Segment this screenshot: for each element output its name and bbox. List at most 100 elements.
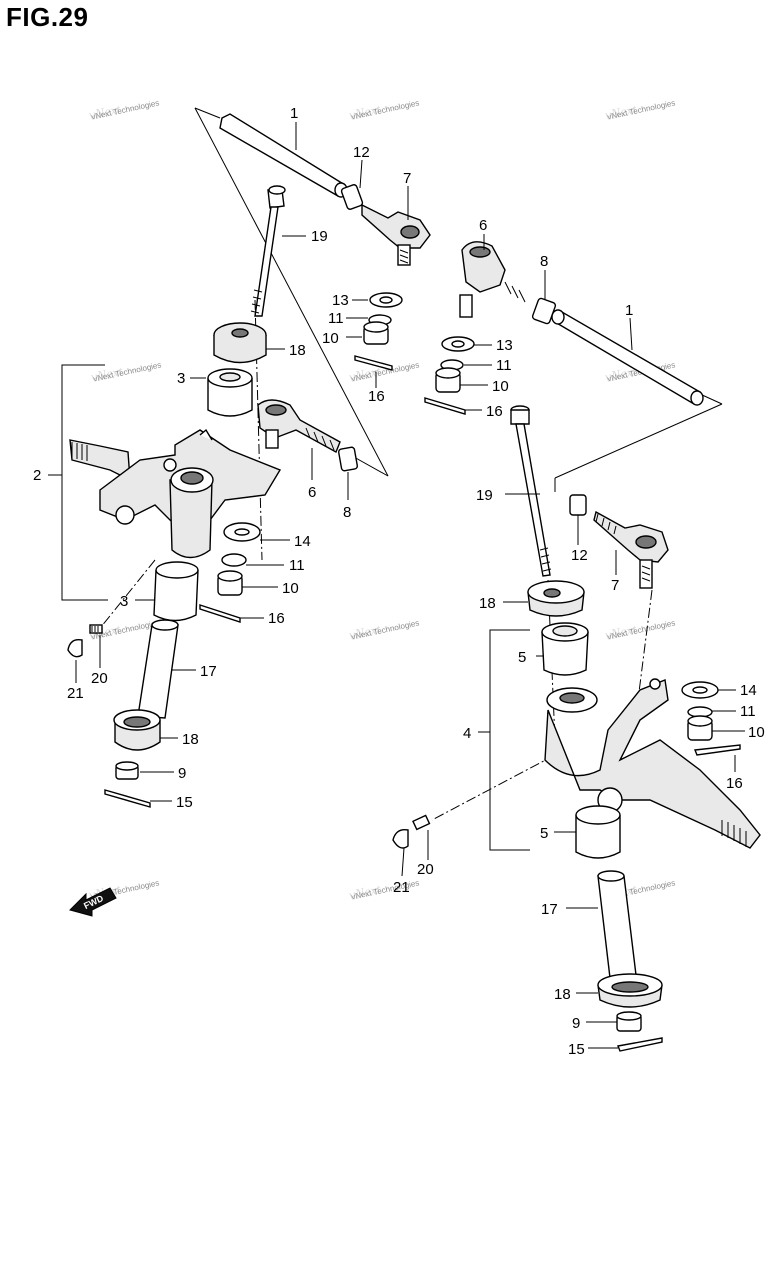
- tie-rod-end-left-upper: [361, 203, 431, 266]
- bushing-right-upper: [541, 622, 589, 676]
- grease-nipple-left: [89, 624, 103, 634]
- callout-label: 14: [740, 682, 757, 699]
- dust-seal-left-lower: [113, 709, 161, 751]
- callout-label: 16: [486, 403, 503, 420]
- steering-knuckle-right: [544, 678, 761, 849]
- callout-label: 6: [308, 484, 316, 501]
- callout-label: 16: [368, 388, 385, 405]
- figure-title: FIG.29: [6, 2, 89, 32]
- callout-label: 1: [290, 105, 298, 122]
- callout-label: 11: [328, 310, 344, 327]
- cotter-pin-left-upper: [354, 355, 393, 371]
- svg-text:vNext: vNext: [90, 364, 125, 386]
- svg-text:vNext: vNext: [604, 622, 639, 644]
- callout-label: 13: [332, 292, 349, 309]
- castle-nut-left-10b: [217, 570, 243, 596]
- callout-label: 8: [343, 504, 351, 521]
- callout-label: 20: [91, 670, 108, 687]
- castle-nut-right-10b: [687, 715, 713, 741]
- nut-left-8: [337, 446, 359, 472]
- watermark-text: vNext Technologies: [91, 98, 161, 121]
- callout-label: 18: [182, 731, 199, 748]
- dust-seal-left-upper: [213, 322, 267, 364]
- svg-text:vNext: vNext: [88, 102, 123, 124]
- lock-nut-right-12: [569, 494, 587, 516]
- bushing-left-upper: [207, 368, 253, 417]
- callout-label: 9: [572, 1015, 580, 1032]
- callout-label: 20: [417, 861, 434, 878]
- assembly-guide-lines: [61, 107, 723, 851]
- king-pin-left: [137, 619, 179, 719]
- callout-label: 2: [33, 467, 41, 484]
- callout-labels: 1 12 7 19 13 11 10 18 3 16 6 8 2 14 11 1…: [33, 105, 765, 1058]
- callout-label: 8: [540, 253, 548, 270]
- left-assembly: FWD: [67, 113, 431, 917]
- callout-label: 15: [176, 794, 193, 811]
- cotter-pin-right-lower: [617, 1037, 663, 1052]
- grease-cap-left: [67, 639, 83, 658]
- bushing-right-lower: [575, 805, 621, 859]
- bolt-left: [250, 185, 286, 317]
- callout-label: 10: [322, 330, 339, 347]
- watermark-text: vNext Technologies: [607, 618, 677, 641]
- tie-rod-left: [219, 113, 348, 198]
- nut-right-9: [616, 1011, 642, 1032]
- tie-rod-end-right-upper: [459, 241, 526, 318]
- steering-knuckle-left: [69, 428, 282, 559]
- callout-label: 17: [541, 901, 558, 918]
- svg-text:vNext: vNext: [348, 102, 383, 124]
- bushing-left-lower: [153, 561, 199, 622]
- dust-seal-right-lower: [597, 973, 663, 1008]
- tie-rod-right: [551, 309, 704, 406]
- cotter-pin-right-mid: [694, 744, 741, 756]
- callout-label: 15: [568, 1041, 585, 1058]
- grease-cap-right: [392, 829, 409, 849]
- callout-label: 18: [479, 595, 496, 612]
- svg-text:vNext: vNext: [604, 364, 639, 386]
- castle-nut-right-10: [435, 367, 461, 393]
- callout-label: 5: [518, 649, 526, 666]
- callout-label: 12: [353, 144, 370, 161]
- cotter-pin-left-mid: [199, 604, 241, 623]
- svg-text:vNext: vNext: [348, 882, 383, 904]
- watermark-text: vNext Technologies: [351, 98, 421, 121]
- lock-nut-left-upper: [340, 184, 364, 210]
- watermark-text: vNext Technologies: [351, 618, 421, 641]
- callout-label: 16: [726, 775, 743, 792]
- callout-label: 3: [120, 593, 128, 610]
- callout-label: 21: [67, 685, 84, 702]
- callout-label: 19: [476, 487, 493, 504]
- watermark-text: vNext Technologies: [607, 98, 677, 121]
- callout-label: 5: [540, 825, 548, 842]
- callout-label: 11: [496, 357, 512, 374]
- callout-label: 1: [625, 302, 633, 319]
- castle-nut-left-10: [363, 321, 389, 345]
- callout-label: 9: [178, 765, 186, 782]
- dust-seal-right-upper: [527, 580, 585, 617]
- svg-text:vNext: vNext: [348, 364, 383, 386]
- cotter-pin-right-upper: [424, 397, 466, 415]
- callout-label: 17: [200, 663, 217, 680]
- callout-label: 18: [289, 342, 306, 359]
- callout-label: 12: [571, 547, 588, 564]
- callout-label: 14: [294, 533, 311, 550]
- tie-rod-end-right-lower: [593, 510, 669, 589]
- callout-label: 6: [479, 217, 487, 234]
- tie-rod-end-left-mid: [257, 399, 341, 453]
- callout-label: 7: [403, 170, 411, 187]
- callout-label: 18: [554, 986, 571, 1003]
- nut-left-9: [115, 761, 139, 780]
- cotter-pin-left-lower: [104, 789, 151, 808]
- right-assembly: [392, 241, 761, 1052]
- callout-label: 21: [393, 879, 410, 896]
- callout-label: 4: [463, 725, 471, 742]
- lock-washer-left-11b: [221, 553, 247, 567]
- king-pin-right: [597, 870, 637, 979]
- callout-label: 19: [311, 228, 328, 245]
- callout-label: 10: [282, 580, 299, 597]
- callout-leaders: [48, 122, 745, 1049]
- callout-label: 11: [740, 703, 756, 720]
- svg-text:vNext: vNext: [348, 622, 383, 644]
- watermark-text: vNext Technologies: [93, 360, 163, 383]
